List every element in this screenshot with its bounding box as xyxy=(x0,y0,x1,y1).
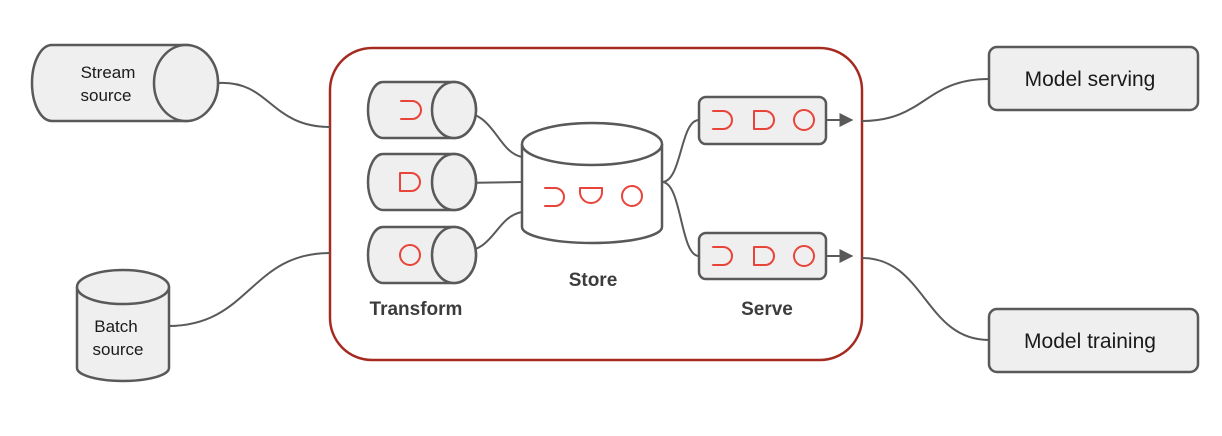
transform-cylinder-1 xyxy=(366,80,478,140)
serve-label: Serve xyxy=(741,299,793,320)
store-to-serve1-connector xyxy=(661,119,700,183)
platform-to-serving-connector xyxy=(861,78,990,122)
stream-to-platform-connector xyxy=(217,81,331,128)
batch-source-cylinder: Batch source xyxy=(75,268,171,383)
serve1-half-circle-feature-icon xyxy=(753,110,775,130)
circle-feature-icon xyxy=(399,244,421,266)
batch-to-platform-connector xyxy=(167,252,331,327)
stream-source-label-line2: source xyxy=(80,86,131,105)
cup-feature-icon xyxy=(400,100,422,120)
batch-source-label-line1: Batch xyxy=(94,317,137,336)
store-cup-feature-icon xyxy=(544,187,565,207)
model-training-label: Model training xyxy=(1024,330,1156,353)
stream-source-label-line1: Stream xyxy=(81,63,136,82)
model-serving-label: Model serving xyxy=(1025,68,1156,91)
serve1-circle-feature-icon xyxy=(793,109,815,131)
serve2-circle-feature-icon xyxy=(793,245,815,267)
transform-cylinder-3 xyxy=(366,225,478,285)
serve2-half-circle-feature-icon xyxy=(753,246,775,266)
serve-box-1 xyxy=(697,95,828,146)
model-training-box: Model training xyxy=(987,307,1200,374)
model-serving-box: Model serving xyxy=(987,45,1200,112)
transform-cylinder-2 xyxy=(366,152,478,212)
transform-label: Transform xyxy=(370,299,463,320)
store-circle-feature-icon xyxy=(621,185,643,207)
store-cylinder xyxy=(520,121,664,245)
half-circle-feature-icon xyxy=(399,172,421,192)
store-label: Store xyxy=(569,270,618,291)
store-half-circle-feature-icon xyxy=(579,187,603,204)
serve2-cup-feature-icon xyxy=(712,246,733,266)
stream-source-cylinder: Stream source xyxy=(30,43,220,123)
serve-box-2 xyxy=(697,231,828,281)
platform-to-training-connector xyxy=(861,257,990,341)
batch-source-label-line2: source xyxy=(92,340,143,359)
store-to-serve2-connector xyxy=(661,181,700,257)
serve1-cup-feature-icon xyxy=(712,110,733,130)
